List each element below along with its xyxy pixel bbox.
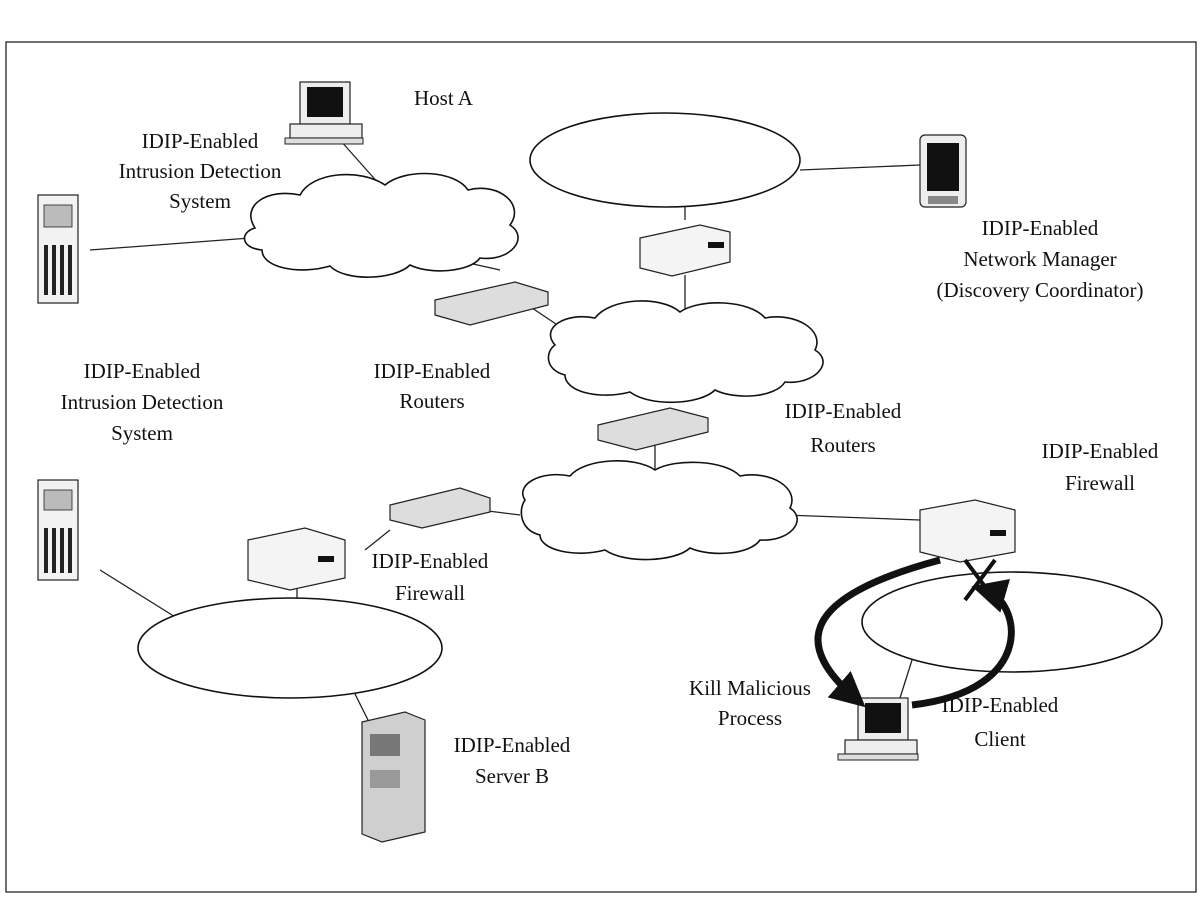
diagram-frame (5, 41, 1197, 893)
host-a-computer-icon (284, 81, 364, 145)
router-top-icon (639, 224, 731, 277)
cloud-network-middle (547, 300, 824, 404)
firewall-right-line-1: IDIP-Enabled (1042, 439, 1159, 463)
response-arrows (814, 556, 1015, 709)
server-b-line-1: IDIP-Enabled (454, 733, 571, 757)
router-middle-icon (597, 407, 709, 451)
router-lower-left-icon (389, 487, 491, 529)
ids-top-line-1: IDIP-Enabled (142, 129, 259, 153)
kill-process-arrow (814, 556, 941, 708)
server-b-tower-icon (361, 711, 426, 843)
ids-top-line-3: System (169, 189, 231, 213)
client-line-1: IDIP-Enabled (942, 693, 1059, 717)
label-ids-top: IDIP-Enabled Intrusion Detection System (119, 129, 282, 213)
network-manager-device-icon (919, 134, 967, 208)
label-routers-right: IDIP-Enabled Routers (785, 399, 902, 457)
firewall-right-icon (919, 499, 1016, 563)
kill-process-line-2: Process (718, 706, 782, 730)
label-firewall-left: IDIP-Enabled Firewall (372, 549, 489, 605)
label-client: IDIP-Enabled Client (942, 693, 1059, 751)
network-server-lan (137, 597, 443, 699)
label-kill-process: Kill Malicious Process (689, 676, 811, 730)
kill-process-line-1: Kill Malicious (689, 676, 811, 700)
network-top (529, 112, 801, 208)
routers-left-line-2: Routers (399, 389, 464, 413)
net-manager-line-3: (Discovery Coordinator) (936, 278, 1143, 302)
router-left-icon (434, 281, 549, 326)
cloud-network-lower (520, 460, 798, 561)
ids-top-tower-icon (37, 194, 79, 304)
label-network-manager: IDIP-Enabled Network Manager (Discovery … (936, 216, 1143, 302)
ids-left-line-3: System (111, 421, 173, 445)
net-manager-line-2: Network Manager (963, 247, 1116, 271)
net-manager-line-1: IDIP-Enabled (982, 216, 1099, 240)
client-line-2: Client (974, 727, 1025, 751)
label-server-b: IDIP-Enabled Server B (454, 733, 571, 788)
host-a-text: Host A (414, 86, 474, 110)
block-x-mark (963, 558, 997, 602)
server-b-line-2: Server B (475, 764, 549, 788)
label-host-a: Host A (414, 86, 474, 110)
firewall-left-icon (247, 527, 346, 591)
firewall-left-line-1: IDIP-Enabled (372, 549, 489, 573)
routers-right-line-2: Routers (810, 433, 875, 457)
ids-left-line-1: IDIP-Enabled (84, 359, 201, 383)
ids-top-line-2: Intrusion Detection (119, 159, 282, 183)
label-ids-left: IDIP-Enabled Intrusion Detection System (61, 359, 224, 445)
ids-left-tower-icon (37, 479, 79, 581)
cloud-network-upper (243, 172, 519, 278)
client-computer-icon (837, 697, 919, 761)
ids-left-line-2: Intrusion Detection (61, 390, 224, 414)
routers-right-line-1: IDIP-Enabled (785, 399, 902, 423)
routers-left-line-1: IDIP-Enabled (374, 359, 491, 383)
label-routers-left: IDIP-Enabled Routers (374, 359, 491, 413)
firewall-block-arrow (911, 578, 1015, 709)
firewall-left-line-2: Firewall (395, 581, 465, 605)
firewall-right-line-2: Firewall (1065, 471, 1135, 495)
label-firewall-right: IDIP-Enabled Firewall (1042, 439, 1159, 495)
